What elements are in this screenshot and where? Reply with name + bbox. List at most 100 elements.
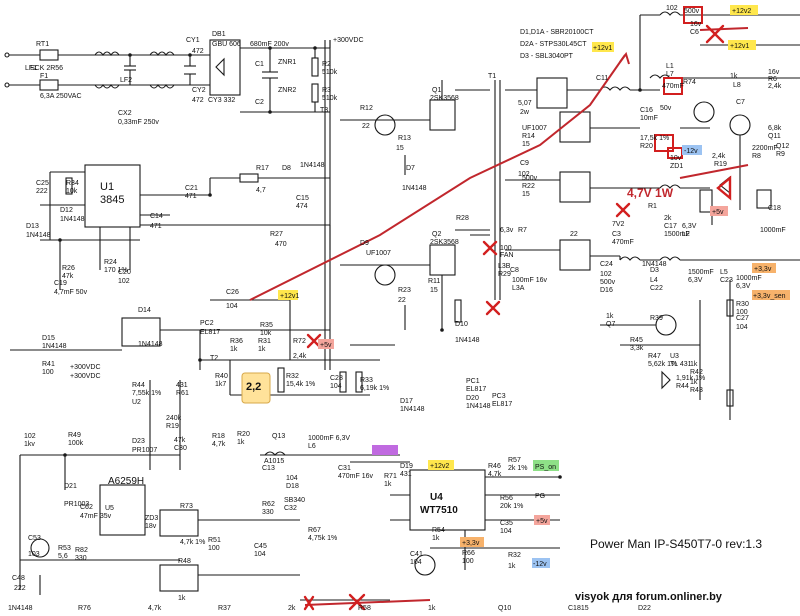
component-label: 102 xyxy=(666,5,678,12)
ic-q2-ref: Q2 xyxy=(432,231,441,238)
tag-p5v-right xyxy=(710,206,728,216)
modification-overlay xyxy=(241,6,749,611)
component-label: 431 xyxy=(176,382,188,389)
component-label: C25 xyxy=(36,180,49,187)
component-label: SCK 2R56 xyxy=(30,65,63,72)
component-label: Q11 xyxy=(768,133,781,140)
component-label: 470 xyxy=(275,241,287,248)
component-label: R9 xyxy=(776,151,785,158)
component-label: R20 xyxy=(237,431,250,438)
component-label: R32 xyxy=(508,552,521,559)
tag-purple xyxy=(372,445,398,455)
component-label: 50v xyxy=(660,105,672,112)
component-label: R48 xyxy=(178,558,191,565)
33v-regulation-section xyxy=(600,280,734,420)
component-label: R19 xyxy=(166,423,179,430)
component-label: 1N4148 xyxy=(402,185,427,192)
component-label: 330 xyxy=(75,555,87,562)
component-label: L3A xyxy=(512,285,525,292)
component-label: CY3 332 xyxy=(208,97,235,104)
component-label: 15,4k 1% xyxy=(286,381,315,388)
component-label: 4,7k xyxy=(488,471,502,478)
component-label: 1000mF xyxy=(736,275,762,282)
component-label: D15 xyxy=(42,335,55,342)
component-label: 5,07 xyxy=(518,100,532,107)
rail-label-m12v: -12v xyxy=(684,148,698,155)
component-label: 1500mF xyxy=(664,231,690,238)
junction-dots xyxy=(58,46,642,479)
component-label: 1N4148 xyxy=(60,216,85,223)
component-label: R71 xyxy=(384,473,397,480)
component-label: R43 xyxy=(690,387,703,394)
component-label: 1k xyxy=(690,379,698,386)
component-label: R13 xyxy=(398,135,411,142)
component-label: 104 xyxy=(500,528,512,535)
component-label: 6,3A 250VAC xyxy=(40,93,82,100)
component-label: 1N4148 xyxy=(466,403,491,410)
ic-q2-part: 2SK3568 xyxy=(430,239,459,246)
component-label: 510k xyxy=(322,95,338,102)
component-label: 1N4148 xyxy=(400,406,425,413)
component-label: C22 xyxy=(650,285,663,292)
component-label: 10k xyxy=(66,188,78,195)
component-label: C48 xyxy=(12,575,25,582)
component-label: F1 xyxy=(40,73,48,80)
component-label: 4,7k xyxy=(148,605,162,612)
tag-p33v-bot xyxy=(460,537,484,547)
component-label: 4,7mF 50v xyxy=(54,289,88,296)
standby-section xyxy=(19,380,400,595)
component-label: 15 xyxy=(522,191,530,198)
component-label: 100 xyxy=(42,369,54,376)
component-label: R2 xyxy=(322,61,331,68)
component-label: 471 xyxy=(185,193,197,200)
component-label: 1k xyxy=(428,605,436,612)
component-label: 1k xyxy=(230,346,238,353)
component-label: 1N4148 xyxy=(642,261,667,268)
component-label: U3 xyxy=(670,353,679,360)
component-label: CY2 xyxy=(192,87,206,94)
component-label: 104 xyxy=(736,324,748,331)
component-label: R82 xyxy=(75,547,88,554)
component-label: 330 xyxy=(262,509,274,516)
component-label: 104 xyxy=(226,303,238,310)
component-label: 1k xyxy=(730,73,738,80)
component-label: D20 xyxy=(466,395,479,402)
component-label: C30 xyxy=(174,445,187,452)
component-label: 2w xyxy=(520,109,530,116)
component-label: 1kv xyxy=(24,441,35,448)
component-label: 5,62k 1% xyxy=(648,361,677,368)
legend-line-3: D3 - SBL3040PT xyxy=(520,53,574,60)
component-label: C15 xyxy=(296,195,309,202)
component-label: 100 xyxy=(500,245,512,252)
component-label: Q13 xyxy=(272,433,285,440)
component-label: PR1007 xyxy=(132,447,157,454)
component-label: C35 xyxy=(500,520,513,527)
component-label: R1 xyxy=(648,203,657,210)
component-label: R22 xyxy=(522,183,535,190)
component-label: R27 xyxy=(270,231,283,238)
component-label: 4,7k xyxy=(212,441,226,448)
legend-line-1: D1,D1A - SBR20100CT xyxy=(520,29,594,36)
component-label: D21 xyxy=(64,483,77,490)
component-label: ZNR2 xyxy=(278,87,296,94)
component-label: C23 xyxy=(720,277,733,284)
component-label: R7 xyxy=(518,227,527,234)
component-label: R45 xyxy=(630,337,643,344)
component-label: D17 xyxy=(400,398,413,405)
component-label: 1k xyxy=(606,313,614,320)
component-label: A1015 xyxy=(264,458,284,465)
component-label: 6,3V xyxy=(736,283,751,290)
component-label: R36 xyxy=(230,338,243,345)
component-label: D7 xyxy=(406,165,415,172)
component-label: L2 xyxy=(682,231,690,238)
component-label: 170 1% xyxy=(104,267,128,274)
component-label: 1k xyxy=(690,361,698,368)
half-bridge-section xyxy=(324,40,501,370)
ic-u4-ref: U4 xyxy=(430,492,443,503)
component-label: 15 xyxy=(396,145,404,152)
component-label: 6,19k 1% xyxy=(360,385,389,392)
component-label: C45 xyxy=(254,543,267,550)
component-label: UF1007 xyxy=(366,250,391,257)
component-label: C16 xyxy=(640,107,653,114)
component-label: R18 xyxy=(212,433,225,440)
